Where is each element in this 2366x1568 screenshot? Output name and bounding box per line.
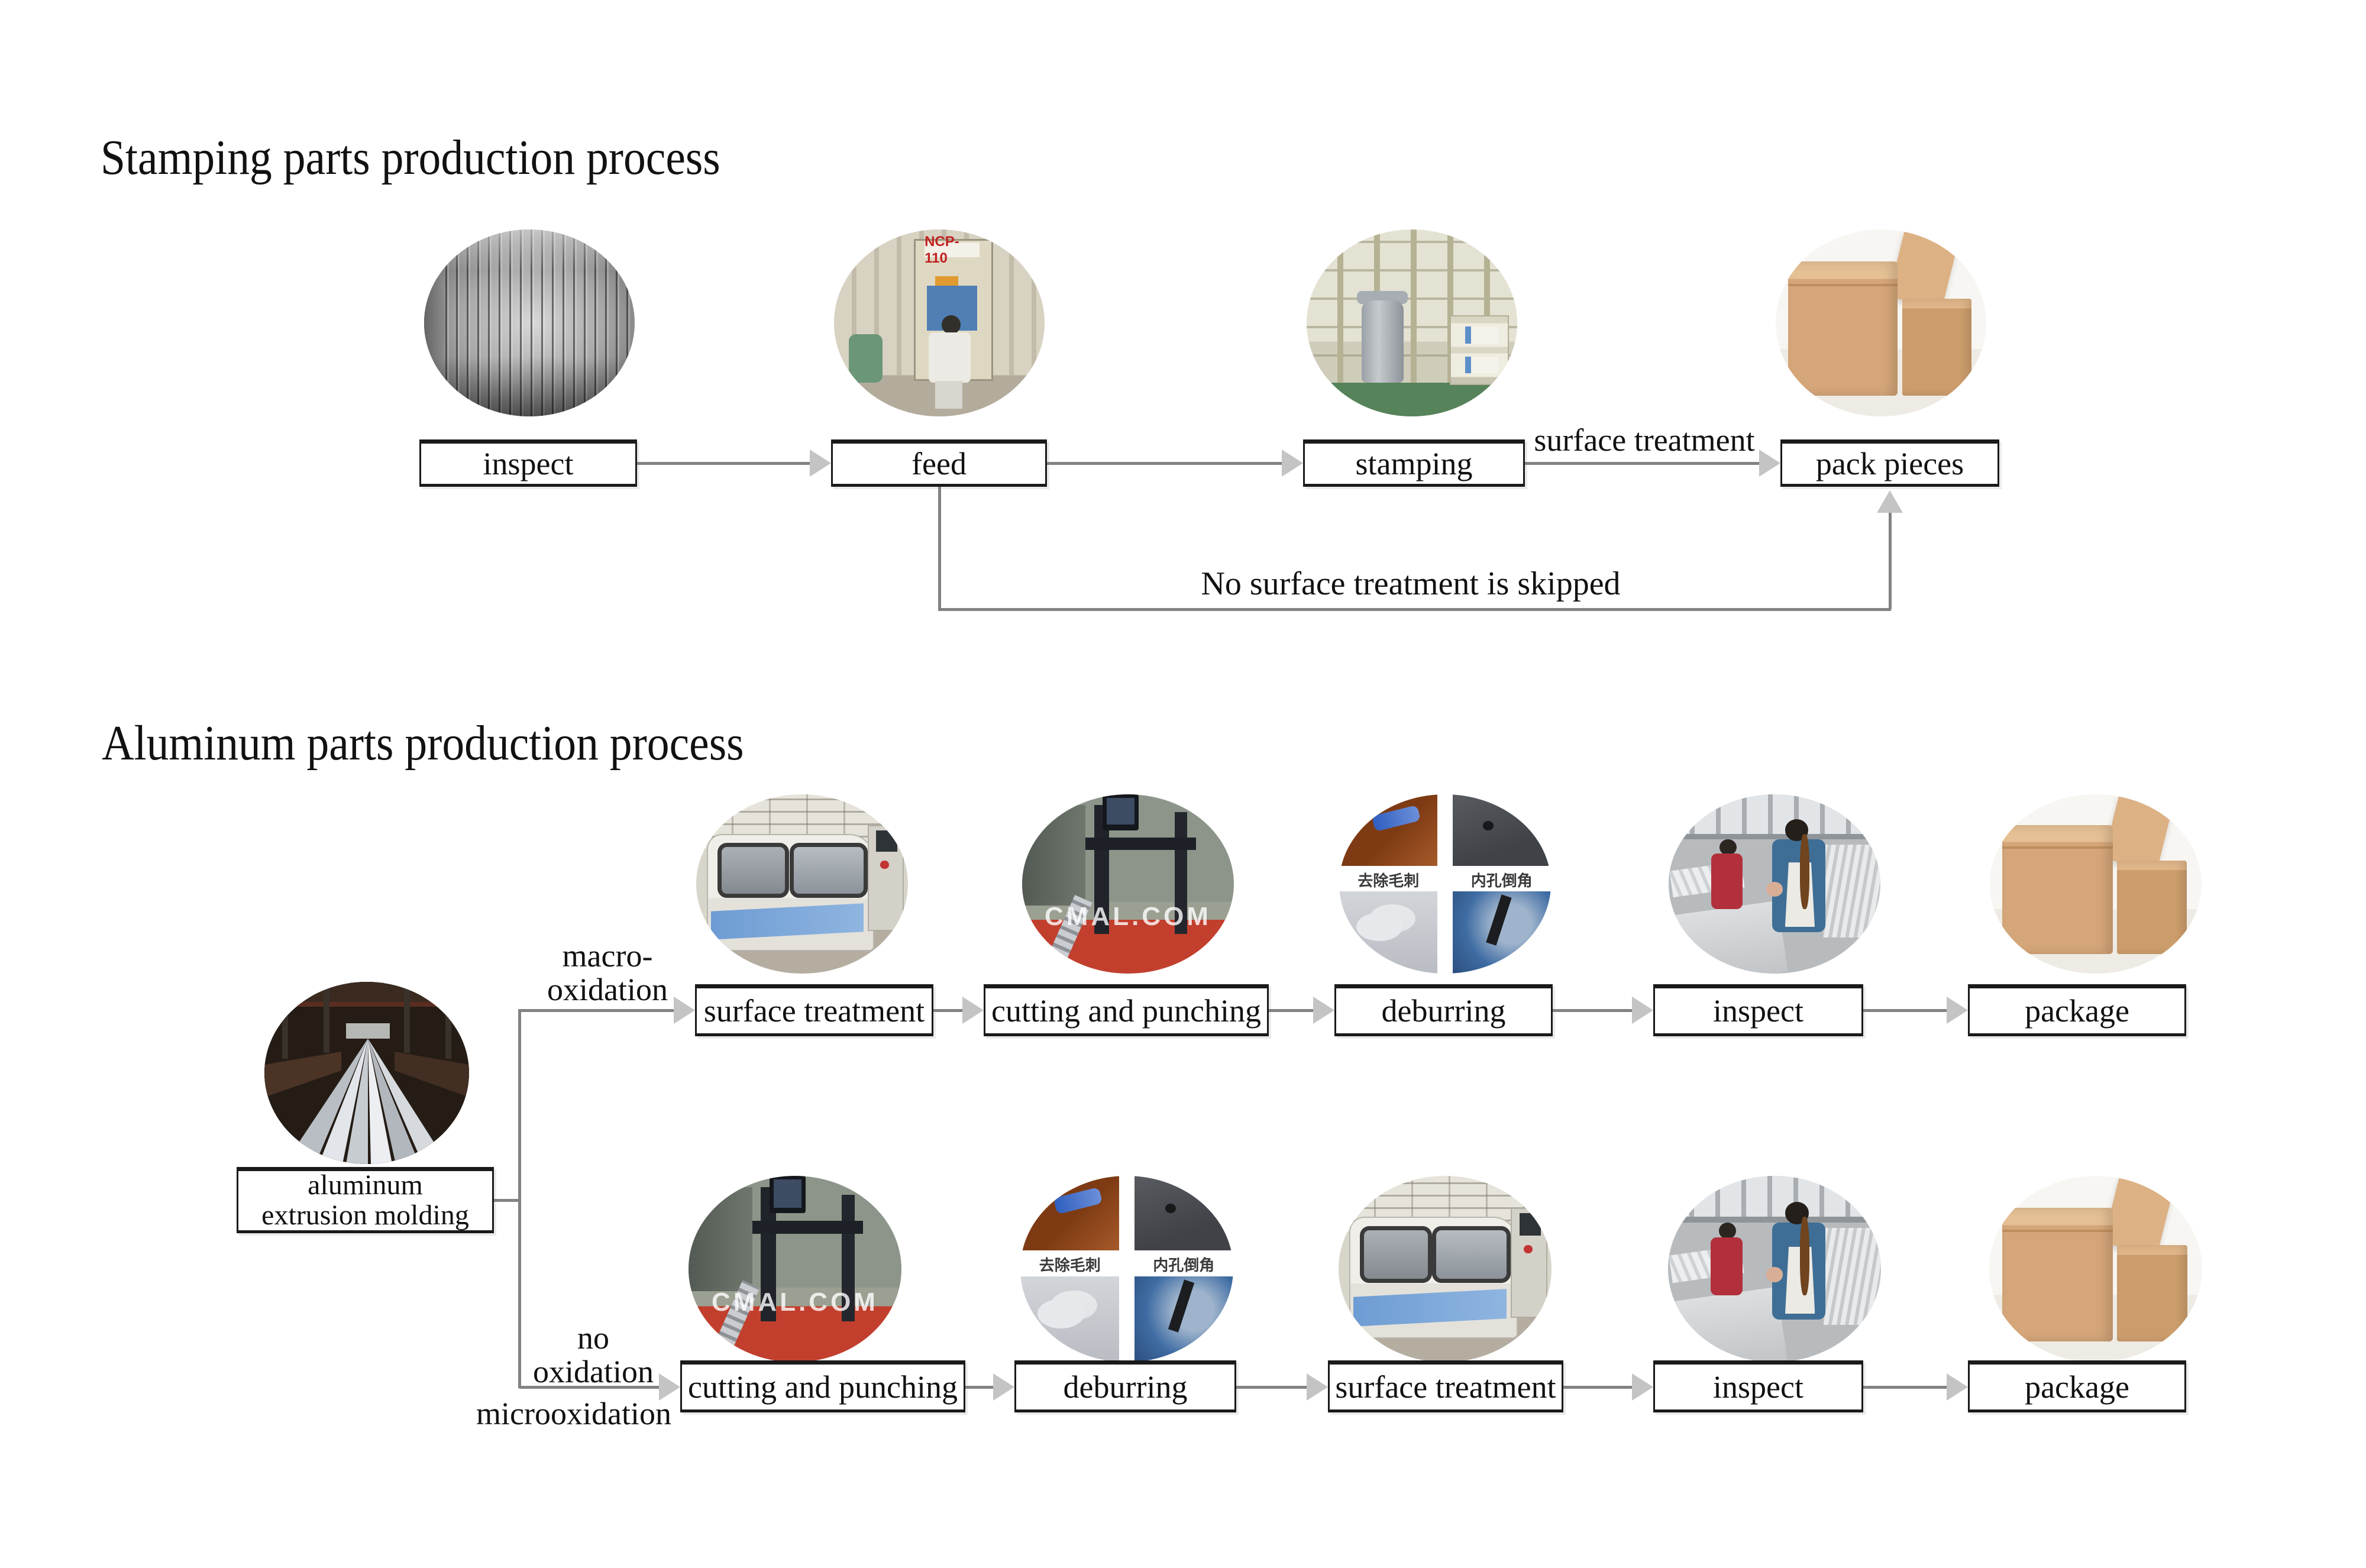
deburr-caption-left: 去除毛刺 [1039,1256,1101,1274]
photo-punching-machine: CMAL.COM [689,1176,901,1362]
arrowhead-icon [1632,997,1653,1024]
macro-line2: oxidation [547,972,668,1008]
arrowhead-icon [1307,1373,1328,1401]
arrowhead-icon [1947,997,1968,1024]
skip-path-across [938,608,1891,611]
node-macro-surface-treatment: surface treatment [695,984,933,1036]
aluminum-process-title: Aluminum parts production process [102,716,744,771]
branch-label-no-oxidation: no oxidation [505,1321,682,1389]
arrow-branch-micro [519,1386,660,1389]
photo-punching-machine: CMAL.COM [1022,794,1234,974]
node-feed: feed [831,439,1047,487]
photo-packed-cartons [1989,1176,2202,1362]
node-label: inspect [1713,1369,1803,1405]
arrowhead-icon [993,1373,1014,1401]
photo-cnc-surface-treatment [1339,1176,1552,1362]
arrowhead-icon [1313,997,1334,1024]
edge-label-surface-treatment: surface treatment [1534,422,1755,458]
node-label: package [2025,1369,2129,1405]
node-label: surface treatment [703,993,925,1029]
node-label: surface treatment [1335,1369,1556,1405]
node-macro-package: package [1968,984,2186,1036]
macro-line1: macro- [562,938,653,974]
deburr-caption-right: 内孔倒角 [1470,871,1533,890]
node-label: inspect [1713,993,1803,1029]
arrow-branch-macro [519,1009,675,1012]
arrowhead-up-icon [1877,490,1903,513]
branch-vertical [518,1009,521,1388]
skip-label: No surface treatment is skipped [1201,565,1621,602]
node-inspect: inspect [419,439,637,487]
arrow [933,1009,964,1012]
arrowhead-icon [962,997,984,1024]
arrowhead-icon [1759,450,1780,477]
watermark-text: CMAL.COM [712,1288,878,1317]
stamping-process-title: Stamping parts production process [101,130,720,185]
node-micro-package: package [1968,1360,2186,1412]
node-pack-pieces-label: pack pieces [1815,446,1964,481]
arrowhead-icon [659,1373,680,1401]
photo-cnc-surface-treatment [696,794,908,974]
photo-inspect-workers [1669,794,1880,974]
node-label: cutting and punching [991,993,1261,1029]
skip-path-up [1889,512,1892,609]
branch-label-macro-oxidation: macro- oxidation [519,939,696,1007]
arrow [1269,1009,1314,1012]
arrow [1236,1386,1308,1389]
photo-press-feeding: NCP-110 [834,229,1045,416]
root-label-line1: aluminum [308,1169,423,1201]
arrow-stamping-pack [1525,462,1760,465]
node-macro-deburring: deburring [1334,984,1553,1036]
photo-deburring-collage: 去除毛刺 内孔倒角 [1339,794,1551,974]
node-label: deburring [1381,993,1506,1029]
arrow-feed-stamping [1047,462,1283,465]
deburr-caption-right: 内孔倒角 [1153,1256,1215,1274]
skip-path-down [938,487,941,609]
photo-steel-coil [424,229,635,416]
node-pack-pieces: pack pieces [1780,439,1999,487]
photo-packed-cartons [1990,794,2202,974]
node-feed-label: feed [912,446,967,481]
arrowhead-icon [1282,450,1303,477]
root-label-line2: extrusion molding [261,1200,469,1231]
arrow [1553,1009,1633,1012]
node-micro-inspect: inspect [1653,1360,1863,1412]
node-micro-surface-treatment: surface treatment [1328,1360,1563,1412]
no-oxidation-line1: no [577,1320,609,1356]
node-macro-inspect: inspect [1653,984,1863,1036]
node-aluminum-extrusion-molding: aluminum extrusion molding [237,1167,494,1233]
no-oxidation-line2: oxidation [533,1354,654,1390]
node-macro-cutting-punching: cutting and punching [984,984,1269,1036]
branch-connector [494,1199,521,1202]
arrowhead-icon [1632,1373,1653,1401]
node-stamping: stamping [1303,439,1525,487]
arrow [1863,1009,1948,1012]
node-inspect-label: inspect [483,446,574,481]
branch-label-microoxidation: microoxidation [476,1396,671,1431]
arrow [1863,1386,1948,1389]
arrowhead-icon [1947,1373,1968,1401]
photo-inspect-workers [1668,1176,1881,1362]
node-label: package [2025,993,2129,1029]
arrow [1563,1386,1633,1389]
arrowhead-icon [810,450,831,477]
node-label: deburring [1063,1369,1188,1405]
node-micro-cutting-punching: cutting and punching [680,1360,965,1412]
arrow-inspect-feed [637,462,811,465]
photo-packed-cartons [1776,229,1986,416]
photo-stamping-line [1307,229,1517,416]
node-stamping-label: stamping [1355,446,1473,481]
deburr-caption-left: 去除毛刺 [1357,871,1420,890]
watermark-text: CMAL.COM [1045,901,1211,931]
arrowhead-icon [674,997,695,1024]
press-machine-label: NCP-110 [925,234,980,266]
photo-deburring-collage: 去除毛刺 内孔倒角 [1020,1176,1233,1362]
photo-aluminum-extrusion-hall [264,982,469,1164]
node-label: cutting and punching [688,1369,958,1405]
arrow [965,1386,994,1389]
node-micro-deburring: deburring [1014,1360,1236,1412]
